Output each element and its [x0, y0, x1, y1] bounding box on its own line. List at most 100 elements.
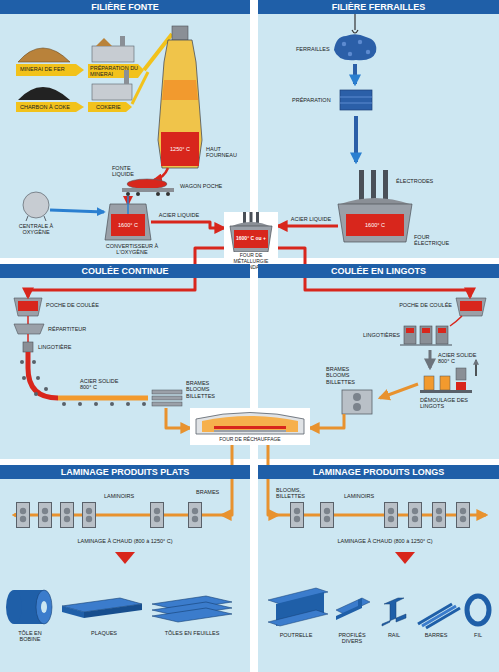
casting-ladle	[14, 298, 42, 324]
coke-arrow	[88, 102, 132, 112]
casting-ladle	[460, 301, 482, 311]
part-label: ÉLECTRODES	[396, 178, 440, 184]
wire-coil	[467, 596, 489, 624]
panel-heading: LAMINAGE PRODUITS LONGS	[258, 465, 499, 479]
crane-hook	[352, 30, 358, 33]
tundish	[14, 324, 44, 342]
part-label: CONVERTISSEUR À L'OXYGÈNE	[92, 243, 172, 256]
cast-products	[152, 402, 182, 406]
stripping-car	[420, 390, 472, 393]
panel-heading: COULÉE EN LINGOTS	[258, 264, 499, 278]
part-label: 1250° C	[161, 146, 199, 152]
ingot-moulds	[400, 326, 452, 345]
torpedo-car	[122, 188, 174, 192]
bars	[422, 606, 456, 626]
product-arrow	[395, 552, 415, 564]
coil	[36, 590, 52, 624]
bars	[418, 604, 460, 628]
flow-arrow	[278, 225, 338, 228]
rolling-mill	[433, 503, 446, 528]
coil	[6, 590, 22, 624]
ingot-moulds	[422, 328, 430, 333]
part-label: BRAMES BLOOMS BILLETTES	[326, 366, 368, 385]
furnace-box	[202, 416, 298, 432]
coal-pile	[18, 87, 70, 100]
cast-products	[152, 396, 182, 400]
part-label: BRAMES BLOOMS BILLETTES	[186, 380, 220, 399]
sections	[336, 598, 362, 620]
ore-pile	[18, 48, 70, 62]
coal-arrow	[16, 102, 84, 112]
rolling-mill	[385, 503, 398, 528]
part-label: FIL	[462, 632, 494, 638]
coil	[41, 601, 47, 613]
cast-strand	[126, 402, 130, 406]
cast-strand	[32, 360, 36, 364]
rolling-mill	[321, 503, 334, 528]
oxygen-converter	[111, 214, 145, 236]
cast-strand	[110, 402, 114, 406]
scrap-pile	[348, 52, 352, 56]
charging-conveyor	[132, 72, 148, 104]
liquid-iron-arrow	[154, 168, 168, 180]
coke-oven	[124, 70, 129, 84]
rolling-line	[278, 514, 486, 517]
charge-arrow	[354, 116, 358, 162]
beam	[268, 610, 328, 626]
stripping-car	[420, 360, 476, 393]
electric-furnace	[346, 214, 404, 236]
sections	[336, 598, 370, 620]
scrap-pile	[334, 34, 376, 60]
part-label: ACIER SOLIDE 800° C	[80, 378, 126, 391]
crane-hook	[352, 14, 358, 33]
part-label: TÔLES EN FEUILLES	[164, 630, 220, 636]
furnace-box: FOUR DE RÉCHAUFFAGE	[190, 408, 310, 445]
part-label: PRÉPARATION	[292, 97, 338, 103]
plate	[62, 598, 142, 618]
ore-preparation-plant	[92, 46, 134, 62]
part-label: LAMINOIRS	[104, 493, 144, 499]
rail-section	[382, 598, 406, 626]
furnace-box	[214, 426, 286, 429]
rolling-mill	[189, 503, 202, 528]
panel-heading: COULÉE CONTINUE	[0, 264, 250, 278]
cast-strand	[20, 360, 24, 364]
furnace-box	[190, 408, 310, 436]
furnace-box	[196, 413, 304, 435]
panel-ground	[0, 465, 250, 672]
casting-ladle	[14, 298, 42, 316]
rolling-line	[278, 515, 486, 516]
scrap-pile	[358, 40, 362, 44]
rolling-mill	[17, 503, 202, 528]
coke-arrow	[88, 102, 132, 112]
part-label: POUTRELLE	[268, 632, 324, 638]
part-label: FONTE LIQUIDE	[112, 165, 152, 178]
preparation-arrow	[88, 64, 144, 78]
ingot-moulds	[436, 326, 448, 344]
panel-heading: LAMINAGE PRODUITS PLATS	[0, 465, 250, 479]
oxygen-arrow	[50, 210, 104, 212]
ingot-moulds	[420, 326, 432, 344]
oxygen-converter	[127, 196, 129, 214]
plate	[62, 606, 84, 618]
ingot-moulds	[404, 326, 416, 344]
rolling-mill	[151, 503, 164, 528]
ingot-moulds	[400, 344, 452, 345]
product-arrow	[115, 552, 135, 564]
coal-pile	[18, 87, 70, 100]
part-label: PLAQUES	[76, 630, 132, 636]
rolling-mill	[39, 503, 52, 528]
oxygen-plant	[26, 216, 28, 221]
furnace-box	[214, 430, 286, 432]
rolling-mill	[291, 503, 304, 528]
plate	[84, 604, 142, 618]
torpedo-car	[127, 179, 167, 189]
flow-arrow	[151, 222, 224, 228]
liquid-iron-arrow	[154, 168, 168, 180]
stripping-car	[424, 376, 434, 390]
flow-arrow	[222, 445, 232, 515]
flow-arrow	[268, 445, 278, 515]
torpedo-car	[136, 192, 140, 196]
part-label: MINERAI DE FER	[20, 66, 76, 72]
